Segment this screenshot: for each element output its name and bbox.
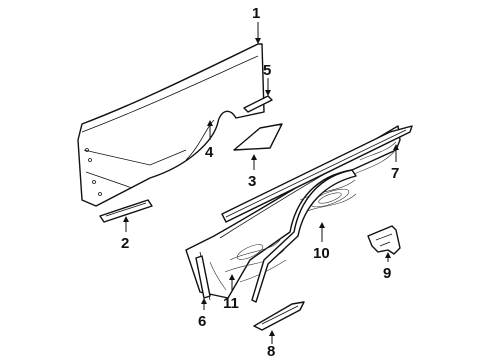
callout-1: 1 [252,5,260,22]
molding-part-2 [99,199,153,223]
callout-4: 4 [205,144,214,161]
callout-11: 11 [223,295,239,312]
leader-lines [123,22,399,344]
quarter-panel [77,43,265,207]
rocker-molding-part-8 [253,301,305,331]
edge-trim-part-6 [195,255,211,299]
callout-2: 2 [121,235,129,252]
emblem-part-5 [243,95,273,113]
callout-6: 6 [198,313,206,330]
top-strip-part-7 [221,125,413,223]
wheel-molding-part-10 [251,169,357,303]
callout-7: 7 [391,165,399,182]
callout-10: 10 [313,245,330,262]
molding-part-3 [233,123,283,151]
callout-3: 3 [248,173,256,190]
callout-9: 9 [383,265,391,282]
callout-8: 8 [267,343,275,360]
bracket-part-9 [367,225,401,255]
callout-5: 5 [263,62,271,79]
